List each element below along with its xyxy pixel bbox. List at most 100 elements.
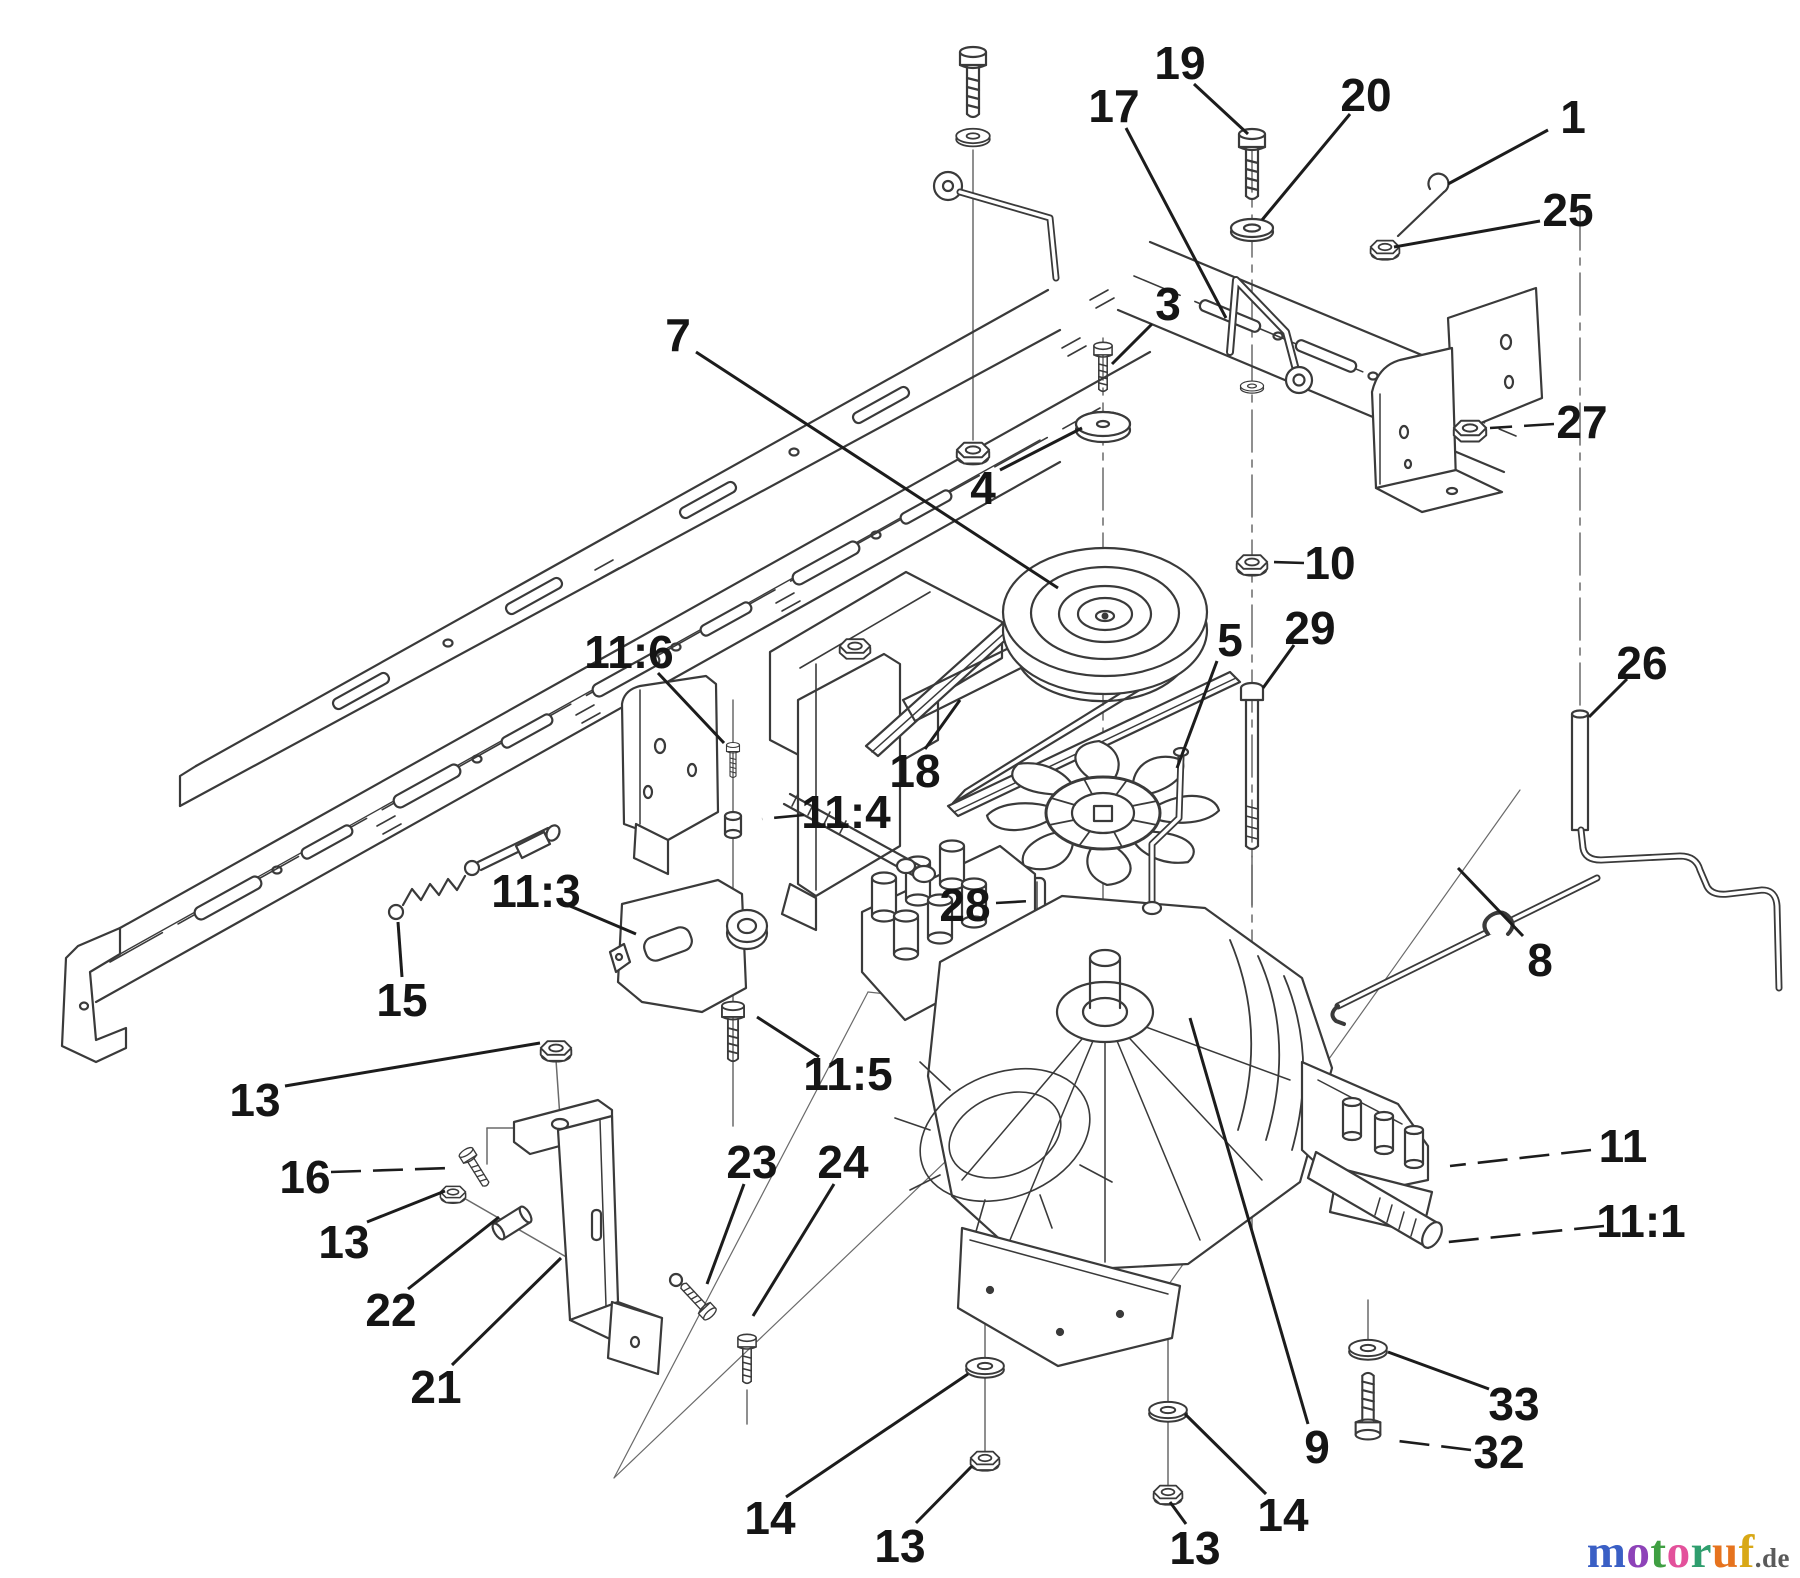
- callout-29: 29: [1284, 602, 1335, 654]
- callout-14: 14: [1257, 1489, 1309, 1541]
- crossmember-bracket: [768, 570, 1004, 932]
- flange-nut-13-upper: [541, 1041, 572, 1061]
- brake-rod: [1330, 874, 1601, 1026]
- callout-28: 28: [939, 879, 990, 931]
- leader-7: [695, 350, 1059, 590]
- flange-nut-13-lower: [440, 1186, 465, 1203]
- callout-21: 21: [410, 1361, 461, 1413]
- callout-1: 1: [1560, 91, 1586, 143]
- pivot-bracket: [608, 878, 769, 1014]
- leader-3: [1110, 322, 1154, 366]
- logo-letter: r: [1690, 1526, 1712, 1578]
- leader-9: [1188, 1017, 1310, 1425]
- leader-11:6: [656, 671, 726, 745]
- leader-11:1: [1447, 1224, 1605, 1244]
- callout-20: 20: [1340, 69, 1391, 121]
- callout-3: 3: [1155, 278, 1181, 330]
- leader-4: [999, 426, 1083, 472]
- leader-28: [995, 899, 1031, 905]
- leader-13: [366, 1189, 446, 1224]
- bolt-29: [1239, 681, 1265, 906]
- spacer-22: [491, 1205, 533, 1241]
- callout-14: 14: [744, 1492, 796, 1544]
- callout-11: 11: [1599, 1120, 1648, 1172]
- nut-25: [1371, 241, 1400, 260]
- rear-mount-bracket: [1370, 286, 1544, 514]
- spacer-11-4: [723, 810, 743, 840]
- nut-27: [1452, 419, 1488, 443]
- leader-11:5: [756, 1015, 820, 1059]
- idler-pulley: [1001, 546, 1209, 696]
- leader-13: [284, 1041, 541, 1088]
- pivot-fastener-column: [721, 741, 745, 1063]
- callout-11:1: 11:1: [1596, 1195, 1686, 1247]
- leader-11:4: [761, 813, 805, 821]
- leader-11: [1449, 1148, 1592, 1168]
- callout-32: 32: [1473, 1426, 1524, 1478]
- callout-27: 27: [1556, 396, 1607, 448]
- leader-16: [330, 1166, 453, 1174]
- leader-24: [751, 1183, 836, 1317]
- leader-15: [396, 921, 404, 978]
- logo-letter: u: [1711, 1526, 1739, 1578]
- leader-17: [1124, 127, 1228, 319]
- callout-11:5: 11:5: [803, 1048, 893, 1100]
- leader-1: [1447, 128, 1549, 186]
- leader-20: [1260, 113, 1352, 221]
- belt-keeper-rod-top: [932, 170, 1060, 282]
- bolt-32: [1354, 1371, 1382, 1441]
- hydro-pump-ports: [782, 792, 1037, 1022]
- hook-guide: [1226, 276, 1314, 395]
- leader-5: [1175, 660, 1219, 769]
- frame-rail-front: [60, 350, 1152, 1064]
- leader-13: [914, 1464, 974, 1525]
- leader-27: [1489, 422, 1555, 430]
- callout-11:3: 11:3: [491, 865, 581, 917]
- leader-11:3: [569, 904, 637, 936]
- callout-25: 25: [1542, 184, 1593, 236]
- leader-26: [1587, 677, 1629, 719]
- cooling-fins: [894, 1061, 1113, 1236]
- callout-15: 15: [376, 974, 427, 1026]
- screw-3-washer-4: [1074, 341, 1132, 444]
- fastener-column-19: [1229, 127, 1275, 906]
- leader-33: [1387, 1350, 1490, 1391]
- cooling-fan: [987, 741, 1219, 885]
- callout-13: 13: [229, 1074, 280, 1126]
- logo-word: motoruf: [1587, 1526, 1755, 1578]
- callout-11:6: 11:6: [584, 626, 674, 678]
- callout-7: 7: [665, 309, 691, 361]
- callout-22: 22: [365, 1284, 416, 1336]
- drive-belt: [901, 644, 1192, 805]
- leader-8: [1456, 866, 1525, 938]
- logo-letter: m: [1586, 1526, 1627, 1578]
- carriage-bolt-16: [457, 1145, 494, 1191]
- callout-4: 4: [970, 462, 996, 514]
- logo-letter: f: [1738, 1526, 1755, 1578]
- callout-19: 19: [1154, 37, 1205, 89]
- callout-8: 8: [1527, 934, 1553, 986]
- callout-13: 13: [874, 1520, 925, 1572]
- logo-letter: o: [1666, 1526, 1691, 1578]
- logo-suffix: .de: [1754, 1543, 1790, 1573]
- leader-25: [1393, 219, 1541, 249]
- motoruf-logo: motoruf.de: [1587, 1529, 1790, 1576]
- tension-spring: [387, 824, 561, 921]
- leader-14: [1183, 1412, 1268, 1496]
- leader-21: [450, 1256, 563, 1367]
- callout-24: 24: [817, 1136, 869, 1188]
- callout-13: 13: [1169, 1522, 1220, 1574]
- torque-bracket: [512, 1098, 664, 1376]
- leader-22: [407, 1215, 500, 1291]
- cotter-pin: [1396, 172, 1450, 238]
- callout-11:4: 11:4: [801, 786, 891, 838]
- callout-13: 13: [318, 1216, 369, 1268]
- frame-rail-rear: [178, 288, 1062, 808]
- callout-33: 33: [1488, 1378, 1539, 1430]
- leader-14: [785, 1372, 969, 1499]
- leader-32: [1389, 1438, 1472, 1452]
- leader-19: [1192, 82, 1250, 136]
- lock-washer-23: [668, 1272, 684, 1288]
